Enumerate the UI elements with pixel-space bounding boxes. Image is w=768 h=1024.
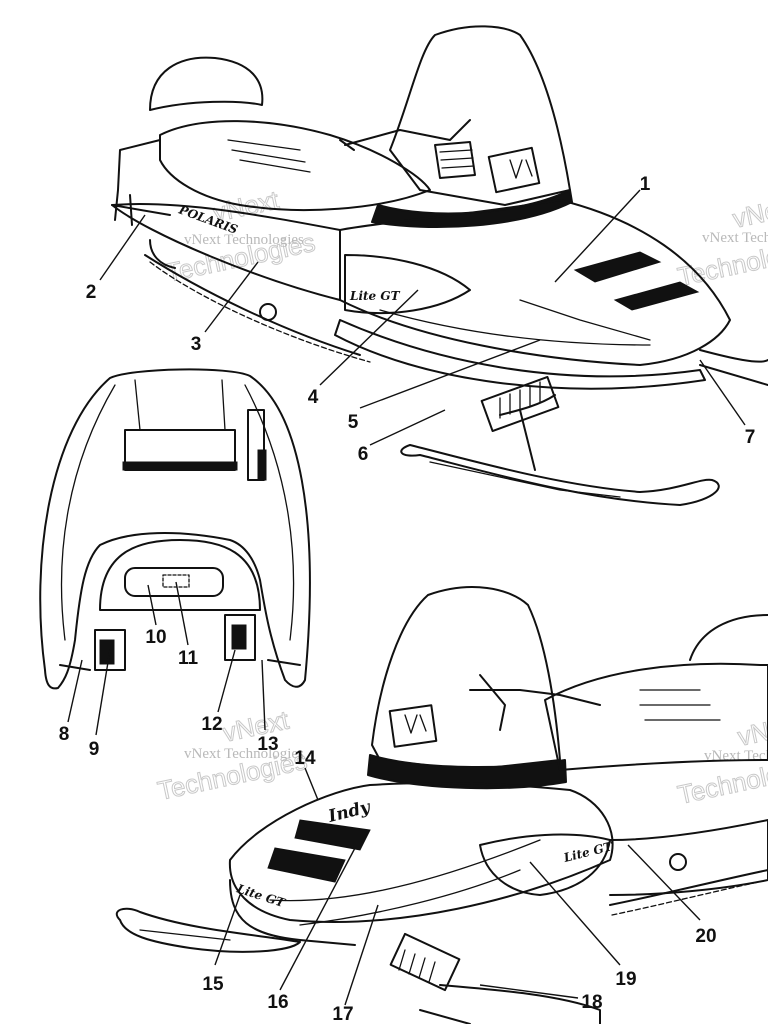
callout-3: 3 <box>191 334 202 355</box>
hood-top-view <box>39 368 311 690</box>
callout-4: 4 <box>308 387 319 408</box>
callout-9: 9 <box>89 739 100 760</box>
callout-17: 17 <box>332 1004 353 1024</box>
callout-5: 5 <box>348 412 359 433</box>
callout-labels: 1 2 3 4 5 6 7 8 9 10 11 12 13 14 15 16 1… <box>59 174 756 1024</box>
watermark-mid-left: vNext Technologies vNext Technologies <box>155 704 311 806</box>
indy-hood-decal: Indy <box>325 797 373 827</box>
watermark-top-left: vNext Technologies vNext Technologies <box>163 184 319 288</box>
watermark-top-right: vNext Technologies vNext Technologies <box>675 190 768 292</box>
callout-1: 1 <box>640 174 651 195</box>
callout-11: 11 <box>178 648 199 669</box>
watermark-mid-right: vNext Technologies vNext Technologies <box>675 708 768 810</box>
callout-6: 6 <box>358 444 369 465</box>
callout-2: 2 <box>86 282 97 303</box>
svg-text:vNext: vNext <box>735 709 768 752</box>
svg-text:vNext Technologies: vNext Technologies <box>184 232 304 248</box>
callout-19: 19 <box>615 969 636 990</box>
callout-12: 12 <box>201 714 222 735</box>
svg-text:vNext: vNext <box>220 705 292 748</box>
callout-7: 7 <box>745 427 756 448</box>
callout-10: 10 <box>145 627 166 648</box>
lite-gt-hood-decal: Lite GT <box>234 881 287 910</box>
snowmobile-front-view: Indy Lite GT Lite GT <box>115 586 768 1024</box>
leader-lines <box>67 189 746 1006</box>
lite-gt-side-decal: Lite GT <box>349 289 401 303</box>
callout-8: 8 <box>59 724 70 745</box>
callout-16: 16 <box>267 992 288 1013</box>
svg-text:vNext: vNext <box>730 191 768 234</box>
callout-14: 14 <box>294 748 316 769</box>
callout-15: 15 <box>202 974 224 995</box>
callout-13: 13 <box>257 734 278 755</box>
callout-18: 18 <box>581 992 602 1013</box>
callout-20: 20 <box>695 926 716 947</box>
svg-text:vNext Technologies: vNext Technologies <box>184 746 304 762</box>
svg-text:vNext Technologies: vNext Technologies <box>702 230 768 246</box>
